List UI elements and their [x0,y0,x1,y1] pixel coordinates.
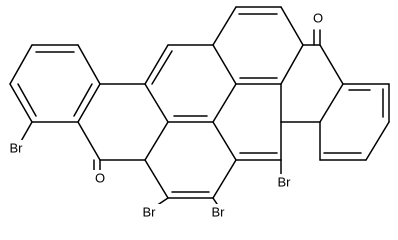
bond [9,44,33,85]
oxygen-atom-label: O [313,10,323,25]
bond [212,83,237,123]
bond [144,44,169,85]
bond [77,83,101,123]
bond [212,44,237,85]
bromine-atom-label: Br [212,204,226,219]
bond [212,6,237,46]
bond [17,83,37,117]
bond [212,121,237,161]
bond [144,121,169,161]
bond [151,50,173,85]
bond [319,83,344,123]
bond [77,121,101,161]
bond [144,159,169,199]
bond [77,44,101,85]
atom-labels: Br O Br Br Br O [4,10,326,222]
bond [212,159,237,199]
bond [319,44,344,85]
bond [73,83,93,117]
bond-lines [9,6,390,211]
bond [280,44,304,85]
bromine-atom-label: Br [278,174,292,189]
bromine-atom-label: Br [143,204,157,219]
bromine-atom-label: Br [10,140,24,155]
bond [365,121,390,161]
oxygen-atom-label: O [95,170,105,185]
bond [19,121,33,144]
bond [144,83,169,123]
bond [280,6,304,46]
molecule-structure-diagram: Br O Br Br Br O [4,6,390,222]
bond [9,83,33,123]
